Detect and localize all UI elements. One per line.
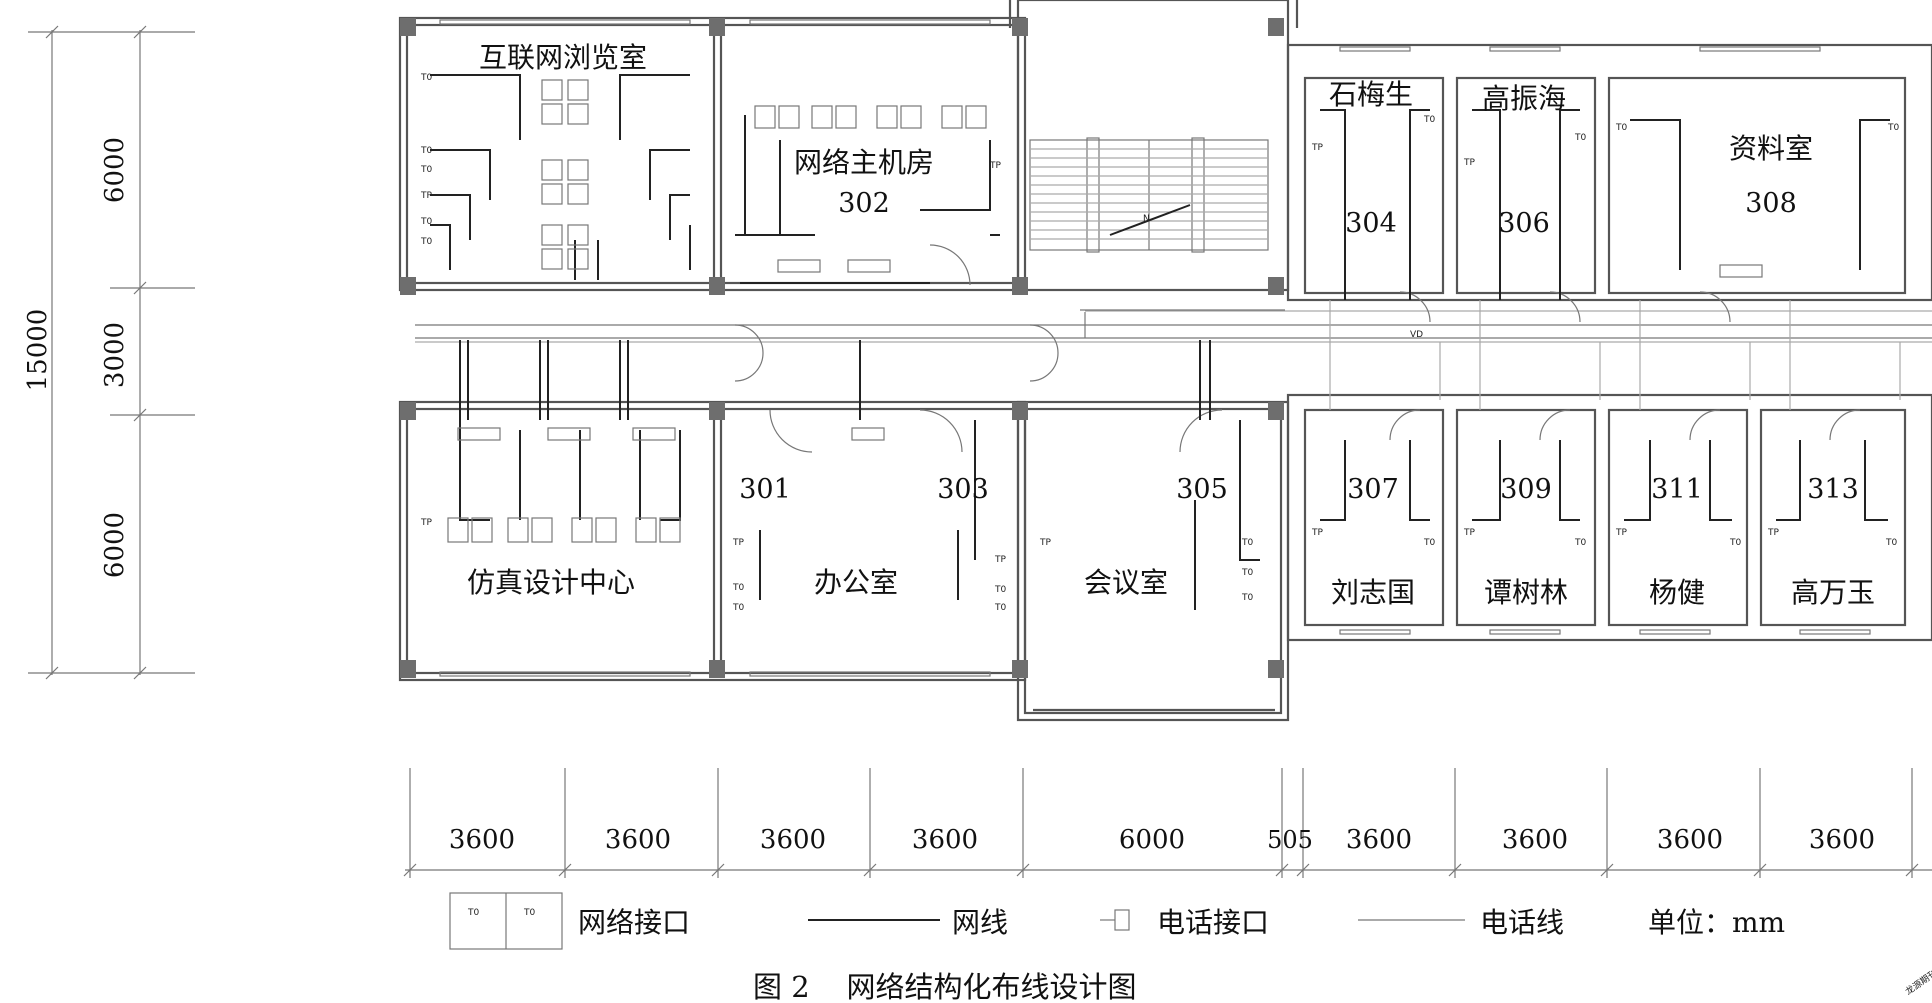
windows — [439, 19, 1871, 677]
hdim-10: 3600 — [1809, 825, 1875, 855]
outlet-to-7: T0 — [732, 603, 744, 613]
room-gaowan: 高万玉 — [1791, 576, 1875, 609]
hdim-7: 3600 — [1346, 825, 1412, 855]
room-server-num: 302 — [838, 188, 890, 219]
workstation-boxes — [447, 79, 1763, 543]
room-office: 办公室 — [814, 566, 898, 599]
room-306: 306 — [1498, 208, 1550, 239]
outlet-to-16: T0 — [1887, 123, 1899, 133]
legend-net-line: 网线 — [952, 906, 1008, 939]
hdim-4: 3600 — [912, 825, 978, 855]
room-311: 311 — [1651, 474, 1703, 505]
hdim-8: 3600 — [1502, 825, 1568, 855]
staircase — [1029, 137, 1285, 338]
room-shi: 石梅生 — [1329, 78, 1413, 111]
room-yang: 杨健 — [1649, 576, 1705, 609]
legend-net-port: 网络接口 — [578, 906, 690, 939]
outlet-tp-6: TP — [1039, 538, 1051, 548]
outlet-to-18: T0 — [1574, 538, 1586, 548]
room-tan: 谭树林 — [1484, 576, 1568, 609]
columns — [400, 18, 1284, 678]
room-301: 301 — [739, 474, 791, 505]
outlet-to-13: T0 — [1423, 115, 1435, 125]
room-meeting: 会议室 — [1084, 566, 1168, 599]
legend-phone-line: 电话线 — [1480, 906, 1564, 939]
outlet-tp-2: TP — [989, 161, 1001, 171]
hdim-2: 3600 — [605, 825, 671, 855]
doors — [734, 244, 1861, 453]
outlet-to-15: T0 — [1615, 123, 1627, 133]
room-304: 304 — [1345, 208, 1397, 239]
outlet-to-1: T0 — [420, 73, 432, 83]
room-308: 308 — [1745, 188, 1797, 219]
outlet-tp-9: TP — [1311, 528, 1323, 538]
outlet-tp-3: TP — [420, 518, 432, 528]
stair-north-label: N — [1143, 214, 1150, 224]
outlet-to-10: T0 — [1241, 538, 1253, 548]
room-internet: 互联网浏览室 — [479, 41, 647, 74]
outlet-to-4: T0 — [420, 217, 432, 227]
room-303: 303 — [937, 474, 989, 505]
hdim-9: 3600 — [1657, 825, 1723, 855]
outlet-vd: VD — [1410, 330, 1423, 340]
outlet-to-9: T0 — [994, 603, 1006, 613]
dim-total: 15000 — [23, 309, 53, 392]
outlet-to-5: T0 — [420, 237, 432, 247]
hdim-6: 505 — [1267, 826, 1313, 854]
room-ziliao: 资料室 — [1729, 132, 1813, 165]
hdim-5: 6000 — [1119, 825, 1185, 855]
room-313: 313 — [1807, 474, 1859, 505]
outlet-to-20: T0 — [1885, 538, 1897, 548]
outlet-to-6: T0 — [732, 583, 744, 593]
room-server-name: 网络主机房 — [794, 146, 934, 179]
horizontal-dimension-lines — [403, 768, 1932, 878]
wiring — [430, 74, 1901, 610]
figure-caption: 图 2 网络结构化布线设计图 — [753, 970, 1137, 1003]
outlet-tp-10: TP — [1463, 528, 1475, 538]
legend-port-symbol-1: T0 — [467, 908, 479, 918]
legend-phone-port: 电话接口 — [1157, 906, 1269, 939]
outlet-to-2: T0 — [420, 146, 432, 156]
outlet-to-11: T0 — [1241, 568, 1253, 578]
outlet-tp-1: TP — [420, 191, 432, 201]
room-307: 307 — [1347, 474, 1399, 505]
outlet-to-8: T0 — [994, 585, 1006, 595]
room-305: 305 — [1176, 474, 1228, 505]
room-gao: 高振海 — [1482, 82, 1566, 115]
dim-top: 6000 — [100, 137, 130, 203]
legend — [449, 892, 1465, 950]
outlet-tp-7: TP — [1311, 143, 1323, 153]
outlet-to-17: T0 — [1423, 538, 1435, 548]
hdim-3: 3600 — [760, 825, 826, 855]
watermark: 龙源期刊网 — [1903, 962, 1932, 998]
outlet-tp-5: TP — [994, 555, 1006, 565]
vertical-dimension-lines — [28, 25, 195, 680]
outlet-tp-11: TP — [1615, 528, 1627, 538]
room-309: 309 — [1500, 474, 1552, 505]
outlet-tp-12: TP — [1767, 528, 1779, 538]
room-sim: 仿真设计中心 — [467, 566, 635, 599]
outlet-to-12: T0 — [1241, 593, 1253, 603]
outlet-to-19: T0 — [1729, 538, 1741, 548]
legend-unit: 单位：mm — [1648, 906, 1785, 939]
room-liu: 刘志国 — [1331, 576, 1415, 609]
outlet-to-14: T0 — [1574, 133, 1586, 143]
outlet-to-3: T0 — [420, 165, 432, 175]
walls — [398, 0, 1932, 722]
dim-bottom: 6000 — [100, 512, 130, 578]
dim-mid: 3000 — [100, 322, 130, 388]
legend-port-symbol-2: T0 — [523, 908, 535, 918]
hdim-1: 3600 — [449, 825, 515, 855]
outlet-tp-8: TP — [1463, 158, 1475, 168]
outlet-tp-4: TP — [732, 538, 744, 548]
